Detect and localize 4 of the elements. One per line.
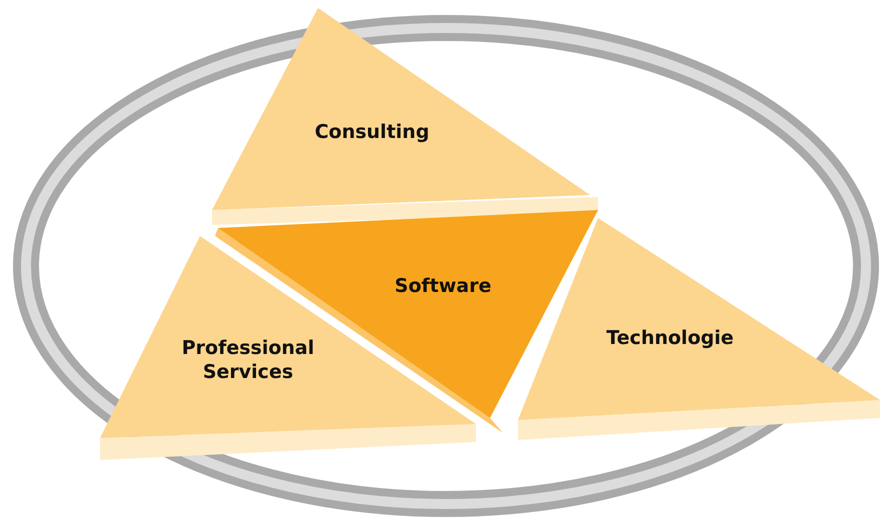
panel-label: Software — [394, 274, 492, 298]
panel-label: Professional Services — [180, 336, 316, 384]
panel-label: Consulting — [314, 120, 430, 144]
panel-label: Technologie — [605, 326, 735, 350]
